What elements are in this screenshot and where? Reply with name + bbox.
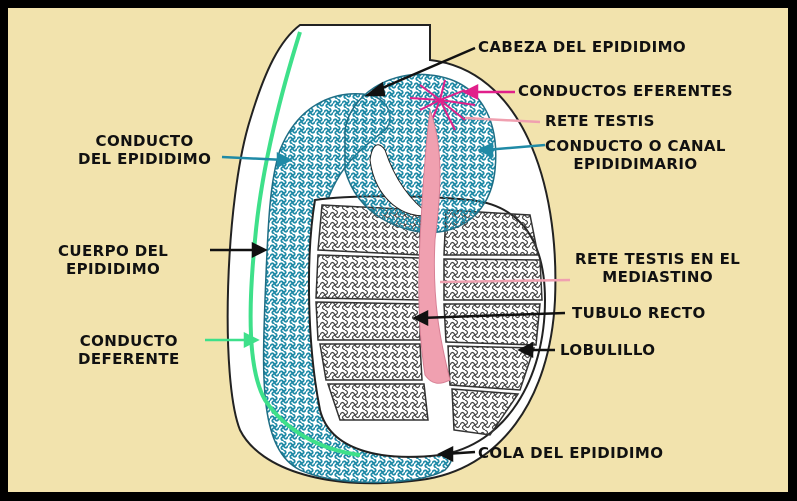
lobule [444,304,540,345]
label-rete-testis: RETE TESTIS [545,112,655,130]
lobule [316,302,420,340]
lobule [328,384,428,420]
lobule [320,344,422,380]
label-cabeza-del-epididimo: CABEZA DEL EPIDIDIMO [478,38,686,56]
label-cola-del-epididimo: COLA DEL EPIDIDIMO [478,444,663,462]
lobule [316,255,420,300]
label-tubulo-recto: TUBULO RECTO [572,304,706,322]
label-conductos-eferentes: CONDUCTOS EFERENTES [518,82,733,100]
lobule [448,346,534,390]
label-lobulillo: LOBULILLO [560,341,655,359]
